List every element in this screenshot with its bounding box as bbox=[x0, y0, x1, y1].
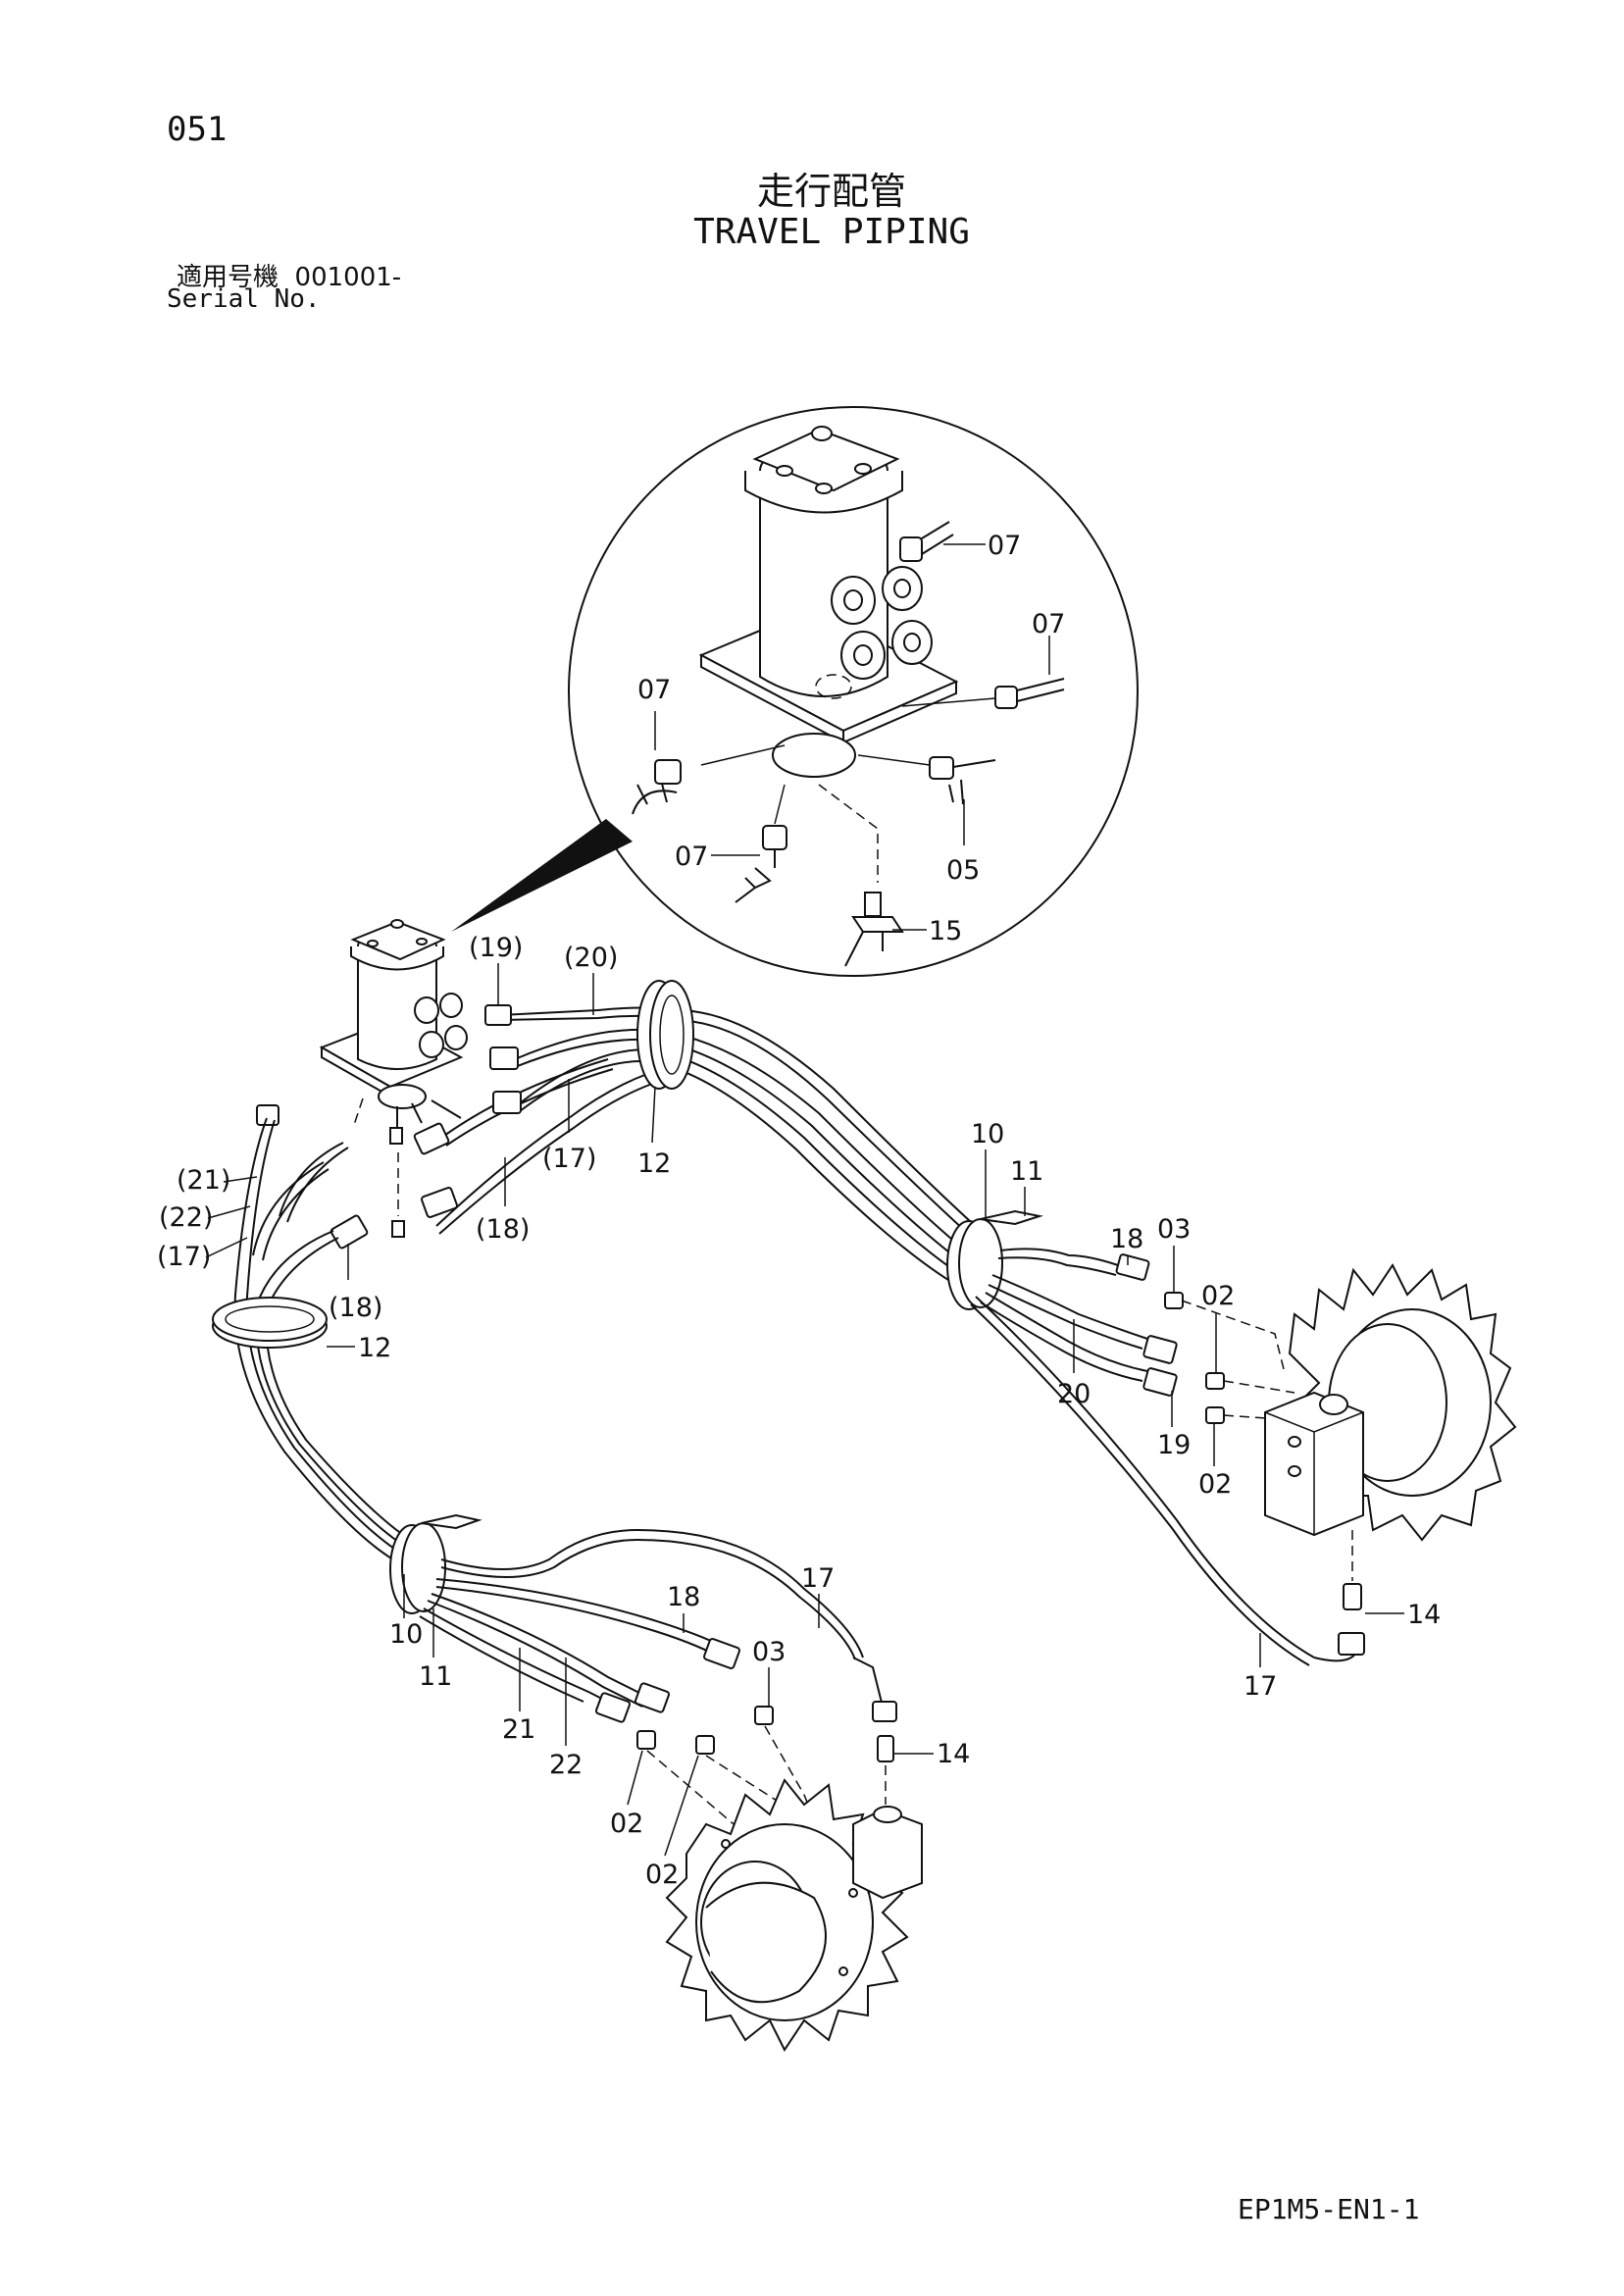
page-title-english: TRAVEL PIPING bbox=[693, 212, 970, 252]
callout-17-ref: (17) bbox=[542, 1144, 596, 1174]
callout-19: 19 bbox=[1157, 1430, 1191, 1460]
page-title-japanese: 走行配管 bbox=[756, 170, 906, 213]
callout-20-ref: (20) bbox=[564, 943, 618, 973]
document-code: EP1M5-EN1-1 bbox=[1238, 2193, 1420, 2225]
callout-14: 14 bbox=[937, 1739, 970, 1769]
detail-callouts: 07 07 07 07 05 15 bbox=[637, 531, 1065, 946]
hose-bundle-bottom bbox=[419, 1528, 897, 1845]
callout-10: 10 bbox=[971, 1119, 1004, 1149]
serial-label-english: Serial No. bbox=[167, 284, 321, 314]
callout-19-ref: (19) bbox=[469, 933, 523, 963]
hose-clamp-left bbox=[212, 1297, 328, 1349]
callout-22-ref: (22) bbox=[159, 1202, 213, 1233]
callout-22: 22 bbox=[549, 1750, 583, 1780]
callout-07: 07 bbox=[637, 675, 671, 705]
callout-07: 07 bbox=[988, 531, 1021, 561]
magnifier-pointer bbox=[451, 819, 633, 932]
swivel-hose-fittings bbox=[256, 1004, 522, 1250]
hose-bundle-left bbox=[233, 1117, 429, 1570]
swivel-joint bbox=[319, 919, 468, 1238]
callout-14: 14 bbox=[1407, 1600, 1441, 1630]
callout-12: 12 bbox=[358, 1333, 391, 1363]
callout-12: 12 bbox=[637, 1148, 671, 1179]
callout-18-ref: (18) bbox=[329, 1293, 382, 1323]
callout-11: 11 bbox=[419, 1661, 452, 1692]
callout-20: 20 bbox=[1057, 1379, 1091, 1409]
callout-02: 02 bbox=[1198, 1469, 1232, 1500]
callout-05: 05 bbox=[946, 855, 980, 886]
callout-03: 03 bbox=[1157, 1214, 1191, 1245]
serial-applicability: 適用号機 001001- bbox=[177, 257, 401, 293]
travel-motor-right bbox=[1264, 1263, 1517, 1542]
swivel-joint-detail bbox=[632, 426, 1065, 967]
callout-18-ref: (18) bbox=[476, 1214, 530, 1245]
page-number: 051 bbox=[167, 110, 228, 149]
callout-07: 07 bbox=[1032, 609, 1065, 639]
callout-02: 02 bbox=[610, 1809, 643, 1839]
main-callouts: (19) (20) (17) 12 (18) (21) (22) (17) (1… bbox=[157, 933, 1441, 1890]
detail-circle bbox=[568, 406, 1139, 977]
serial-label-japanese: 適用号機 bbox=[177, 263, 279, 292]
callout-17-ref: (17) bbox=[157, 1242, 211, 1272]
serial-number-value: 001001- bbox=[294, 263, 402, 292]
callout-15: 15 bbox=[929, 916, 962, 946]
callout-21: 21 bbox=[502, 1714, 535, 1745]
callout-02: 02 bbox=[645, 1860, 679, 1890]
callout-07: 07 bbox=[675, 842, 708, 872]
callout-18: 18 bbox=[667, 1582, 700, 1612]
callout-17: 17 bbox=[801, 1563, 835, 1594]
callout-18: 18 bbox=[1110, 1224, 1143, 1254]
hose-clamp-upper bbox=[636, 980, 694, 1090]
callout-21-ref: (21) bbox=[177, 1165, 230, 1196]
callout-17: 17 bbox=[1243, 1671, 1277, 1702]
hose-clamp-lower bbox=[389, 1513, 482, 1614]
hose-clamp-right bbox=[946, 1209, 1043, 1310]
travel-motor-left bbox=[665, 1778, 923, 2052]
callout-10: 10 bbox=[389, 1619, 423, 1650]
callout-02: 02 bbox=[1201, 1281, 1235, 1311]
callout-11: 11 bbox=[1010, 1156, 1043, 1187]
callout-03: 03 bbox=[752, 1637, 786, 1667]
detail-magnifier bbox=[451, 406, 1139, 977]
